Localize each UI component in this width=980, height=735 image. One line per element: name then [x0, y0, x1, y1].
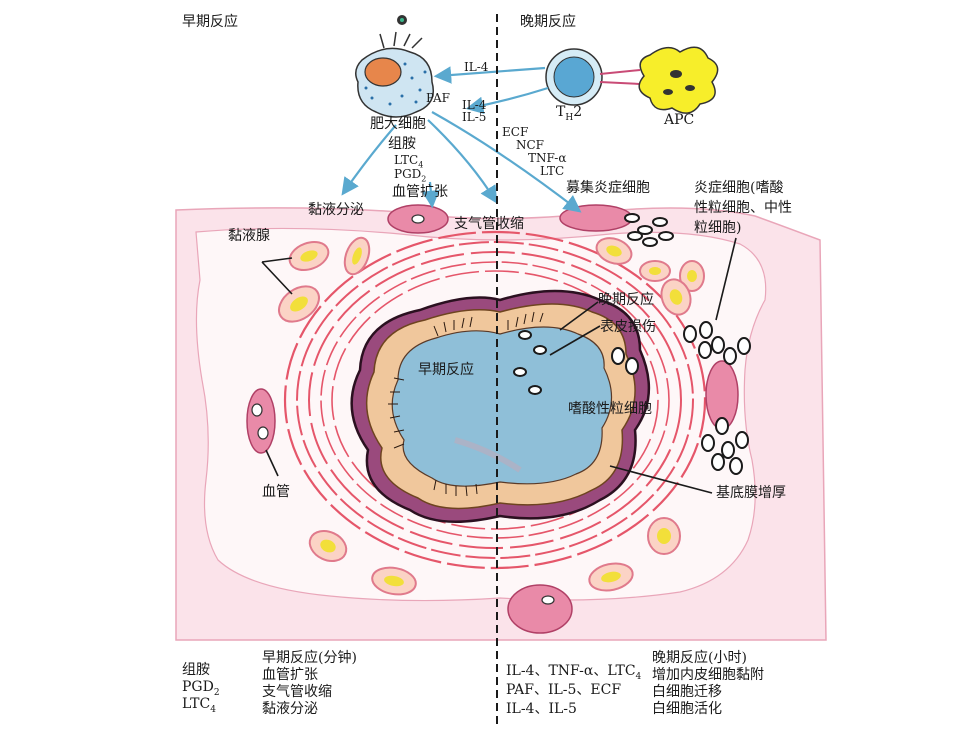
label-blood-vessel: 血管	[262, 484, 290, 500]
legend-ltc4: LTC4	[182, 696, 216, 715]
label-inflammatory-3: 粒细胞)	[694, 220, 742, 236]
airway-lumen	[391, 326, 613, 487]
label-tnf: TNF-α	[528, 151, 567, 165]
legend-early-2: 支气管收缩	[262, 684, 332, 700]
label-pgd2: PGD2	[394, 167, 427, 184]
label-epithelial-damage: 表皮损伤	[600, 319, 656, 335]
label-bronchoconstriction: 支气管收缩	[454, 216, 524, 232]
legend-late-2: 白细胞迁移	[652, 684, 722, 700]
label-il5: IL-5	[462, 110, 487, 124]
label-paf: PAF	[426, 91, 450, 105]
label-ltc: LTC	[540, 164, 565, 178]
smooth-muscle-rings	[283, 230, 707, 570]
legend-late-3: 白细胞活化	[652, 701, 722, 717]
label-mucus-gland: 黏液腺	[228, 228, 270, 244]
early-reaction-header: 早期反应	[182, 14, 238, 30]
label-inflammatory-1: 炎症细胞(嗜酸	[694, 180, 784, 196]
label-basement-thickening: 基底膜增厚	[716, 485, 786, 501]
label-il4: IL-4	[462, 98, 487, 112]
legend-late-title: 晚期反应(小时)	[652, 650, 747, 666]
th2-cell-drawing	[545, 48, 641, 106]
legend-late-mediators-1: IL-4、TNF-α、LTC4	[506, 663, 642, 682]
legend-pgd2: PGD2	[182, 679, 220, 698]
legend-late-mediators-2: PAF、IL-5、ECF	[506, 682, 622, 698]
label-recruit: 募集炎症细胞	[566, 180, 650, 196]
label-ecf: ECF	[502, 125, 529, 139]
label-histamine: 组胺	[388, 136, 416, 152]
legend-histamine: 组胺	[182, 662, 210, 678]
cilia	[388, 311, 544, 497]
label-vasodilation: 血管扩张	[392, 184, 448, 200]
inflammatory-cells	[513, 213, 751, 475]
label-il4-top: IL-4	[464, 60, 489, 74]
legend-early-3: 黏液分泌	[262, 701, 318, 717]
label-th2: TH2	[556, 104, 583, 123]
label-late-reaction-inner: 晚期反应	[598, 292, 654, 308]
legend-late-1: 增加内皮细胞黏附	[652, 667, 764, 683]
label-ltc4: LTC4	[394, 153, 424, 170]
legend-early-title: 早期反应(分钟)	[262, 650, 357, 666]
late-reaction-header: 晚期反应	[520, 14, 576, 30]
mast-cell-drawing	[355, 15, 434, 118]
label-inflammatory-2: 性粒细胞、中性	[694, 200, 792, 216]
apc-drawing	[638, 46, 719, 114]
label-mast-cell: 肥大细胞	[370, 116, 426, 132]
legend-early-1: 血管扩张	[262, 667, 318, 683]
arrows	[341, 66, 582, 213]
label-eosinophil: 嗜酸性粒细胞	[568, 401, 652, 417]
legend-late-mediators-3: IL-4、IL-5	[506, 701, 577, 717]
label-ncf: NCF	[516, 138, 545, 152]
label-early-reaction-inner: 早期反应	[418, 362, 474, 378]
label-mucus-secretion: 黏液分泌	[308, 202, 364, 218]
label-apc: APC	[664, 112, 695, 128]
